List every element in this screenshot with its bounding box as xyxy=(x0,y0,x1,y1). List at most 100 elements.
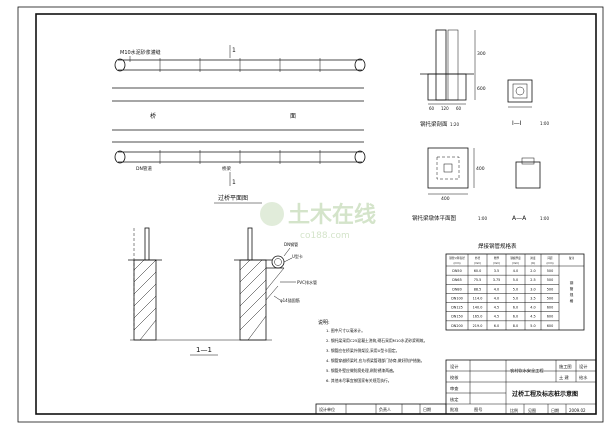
sheet-outer-border xyxy=(17,6,604,423)
pipe-table-unit-cell: (mm) xyxy=(493,261,500,265)
pipe-table-cell: DN150 xyxy=(451,315,463,319)
pipe-table-cell: 2.5 xyxy=(530,278,535,282)
pipe-table-header-cell: 钢管公称直径 xyxy=(449,256,465,260)
tb-drawing-no: 图号 xyxy=(474,407,482,413)
pipe-table-unit-cell: (mm) xyxy=(474,261,481,265)
pipe-end-top-left xyxy=(114,58,126,72)
right-pier-hatch xyxy=(239,259,267,341)
pipe-table-cell: 5.0 xyxy=(513,278,518,282)
note-0: 1. 图中尺寸以毫米计。 xyxy=(326,328,365,333)
pipe-end-bottom-left xyxy=(114,150,126,164)
section-aa-title: A—A xyxy=(512,215,527,222)
footing-plan-inner xyxy=(436,156,460,180)
watermark-brand: 土木在线 xyxy=(288,202,376,228)
elev-bottom-dim-2: 60 xyxy=(456,106,462,111)
watermark-logo-icon xyxy=(260,202,284,226)
note-4: 5. 钢管外壁应做防腐处理,刷防锈漆两遍。 xyxy=(326,368,397,373)
pipe-note-label: M10水泥砂浆灌缝 xyxy=(120,49,161,56)
section-11-label-3: φ14锚固筋 xyxy=(280,297,300,303)
pipe-table-cell: DN100 xyxy=(451,296,463,300)
pipe-table-cell: 4.5 xyxy=(530,315,535,319)
deck-label: 面 xyxy=(290,113,296,120)
pipe-table-cell: 5.0 xyxy=(530,324,535,328)
section-mark-bottom: 1 xyxy=(232,179,236,186)
footing-plan-detail: 400 400 钢托梁墩体平面图 1:00 xyxy=(412,147,487,222)
pipe-table-cell: DN125 xyxy=(451,306,463,310)
tb-bottom-2: 日期 xyxy=(551,407,559,413)
tb-stage: 施工图 xyxy=(559,363,572,370)
tb-project-name: 农村饮水安全工程 xyxy=(510,367,544,374)
pipe-table-cell: 6.0 xyxy=(513,315,518,319)
pipe-table-cell: 8.0 xyxy=(513,324,518,328)
pipe-table-cell: 3.5 xyxy=(530,296,535,300)
pipe-table-cell: DN50 xyxy=(452,269,461,273)
title-block: 设计 校核 审查 核定 批准 农村饮水安全工程 施工图 设计 土 建 给水 过桥… xyxy=(445,359,597,415)
left-railing-post xyxy=(144,227,150,261)
pipe-table-unit-cell: (mm) xyxy=(453,261,460,265)
tb-category-label: 给水 xyxy=(579,374,588,381)
beam-elevation-scale: 1:20 xyxy=(450,122,459,127)
pipe-table-remark-char: 规 xyxy=(570,292,574,297)
note-1: 2. 钢托梁采用C25混凝土浇筑,砌石采用M10水泥砂浆砌筑。 xyxy=(326,338,427,343)
pipe-table-cell: 500 xyxy=(547,269,553,273)
right-railing-post xyxy=(247,227,253,261)
tb-label-3: 核定 xyxy=(450,396,458,403)
beam-post-outline xyxy=(435,29,447,101)
elev-bottom-dim-1: 120 xyxy=(441,106,449,111)
sign-row: 设计单位 负责人 日期 xyxy=(315,403,447,415)
section-11-pipe xyxy=(271,255,285,269)
footing-plan-scale: 1:00 xyxy=(478,216,487,221)
elev-side-dim-0: 300 xyxy=(477,51,486,57)
pipe-table-remark-char: 格 xyxy=(570,298,574,303)
pipe-table-cell: 600 xyxy=(547,324,553,328)
note-3: 4. 钢管穿越桥梁时,应与桥梁管理部门协商,做好防护措施。 xyxy=(326,358,424,363)
tb-stage-label: 设计 xyxy=(579,363,587,370)
section-ii-scale: 1:00 xyxy=(540,121,549,126)
pipe-table-cell: 5.0 xyxy=(513,296,518,300)
section-11-label-1: U型卡 xyxy=(292,253,303,259)
pipe-table-cell: 5.0 xyxy=(513,287,518,291)
pipe-note-2: DN管道 xyxy=(136,165,152,172)
section-11-label-0: DN钢管 xyxy=(284,241,298,247)
pipe-table-frame xyxy=(445,253,585,331)
tb-bottom-3: 2009.02 xyxy=(569,408,586,413)
footing-plan-dim-h: 400 xyxy=(441,196,450,202)
plan-view-title: 过桥平面图 xyxy=(218,194,248,202)
tb-bottom-1: 见图 xyxy=(528,407,536,413)
section-aa-box xyxy=(515,161,541,189)
sign-label-1: 负责人 xyxy=(379,406,391,412)
pipe-table-cell: DN65 xyxy=(452,278,461,282)
pipe-table-cell: DN80 xyxy=(452,287,461,291)
pipe-table-cell: 3.0 xyxy=(530,287,535,291)
section-ii-core xyxy=(512,83,528,99)
pipe-brace xyxy=(265,285,279,301)
pipe-table-cell: 60.0 xyxy=(474,269,482,273)
pipe-table-unit-cell: (mm) xyxy=(546,261,553,265)
pipe-table-cell: 4.0 xyxy=(530,306,535,310)
section-aa-cap xyxy=(521,157,535,165)
pipe-table-cell: DN200 xyxy=(451,324,463,328)
pipe-table-header-cell: 备注 xyxy=(569,256,575,260)
tb-label-2: 审查 xyxy=(450,385,459,392)
sign-row-frame xyxy=(315,403,447,415)
section-mark-top: 1 xyxy=(232,47,236,54)
notes-block: 说明: 1. 图中尺寸以毫米计。 2. 钢托梁采用C25混凝土浇筑,砌石采用M1… xyxy=(318,319,427,383)
pipe-table-unit-cell: (m) xyxy=(531,261,536,265)
beam-post-inner xyxy=(447,29,459,101)
sign-label-0: 设计单位 xyxy=(319,406,335,412)
note-2: 3. 钢管应在桥梁外侧架设,采用U型卡固定。 xyxy=(326,348,399,353)
pipe-table-cell: 4.5 xyxy=(494,315,499,319)
pipe-table-title: 焊接钢管规格表 xyxy=(478,242,517,250)
footing-plan-post xyxy=(443,163,453,173)
plan-view: 1 M10水泥砂浆灌缝 桥 面 xyxy=(112,45,366,204)
pipe-table-cell: 2.0 xyxy=(530,269,535,273)
pipe-table-remark-char: 管 xyxy=(570,286,574,291)
elev-bottom-dim-0: 60 xyxy=(429,106,435,111)
pipe-table-remark-char: 钢 xyxy=(570,280,574,285)
notes-heading: 说明: xyxy=(318,319,330,326)
pipe-table-cell: 600 xyxy=(547,315,553,319)
pipe-table-cell: 4.0 xyxy=(494,287,499,291)
pipe-table-header-cell: 跨度 xyxy=(530,256,536,260)
pipe-table-cells: 钢管公称直径(mm)外径(mm)壁厚(mm)钢板厚度(mm)跨度(m)间距(mm… xyxy=(449,256,574,328)
